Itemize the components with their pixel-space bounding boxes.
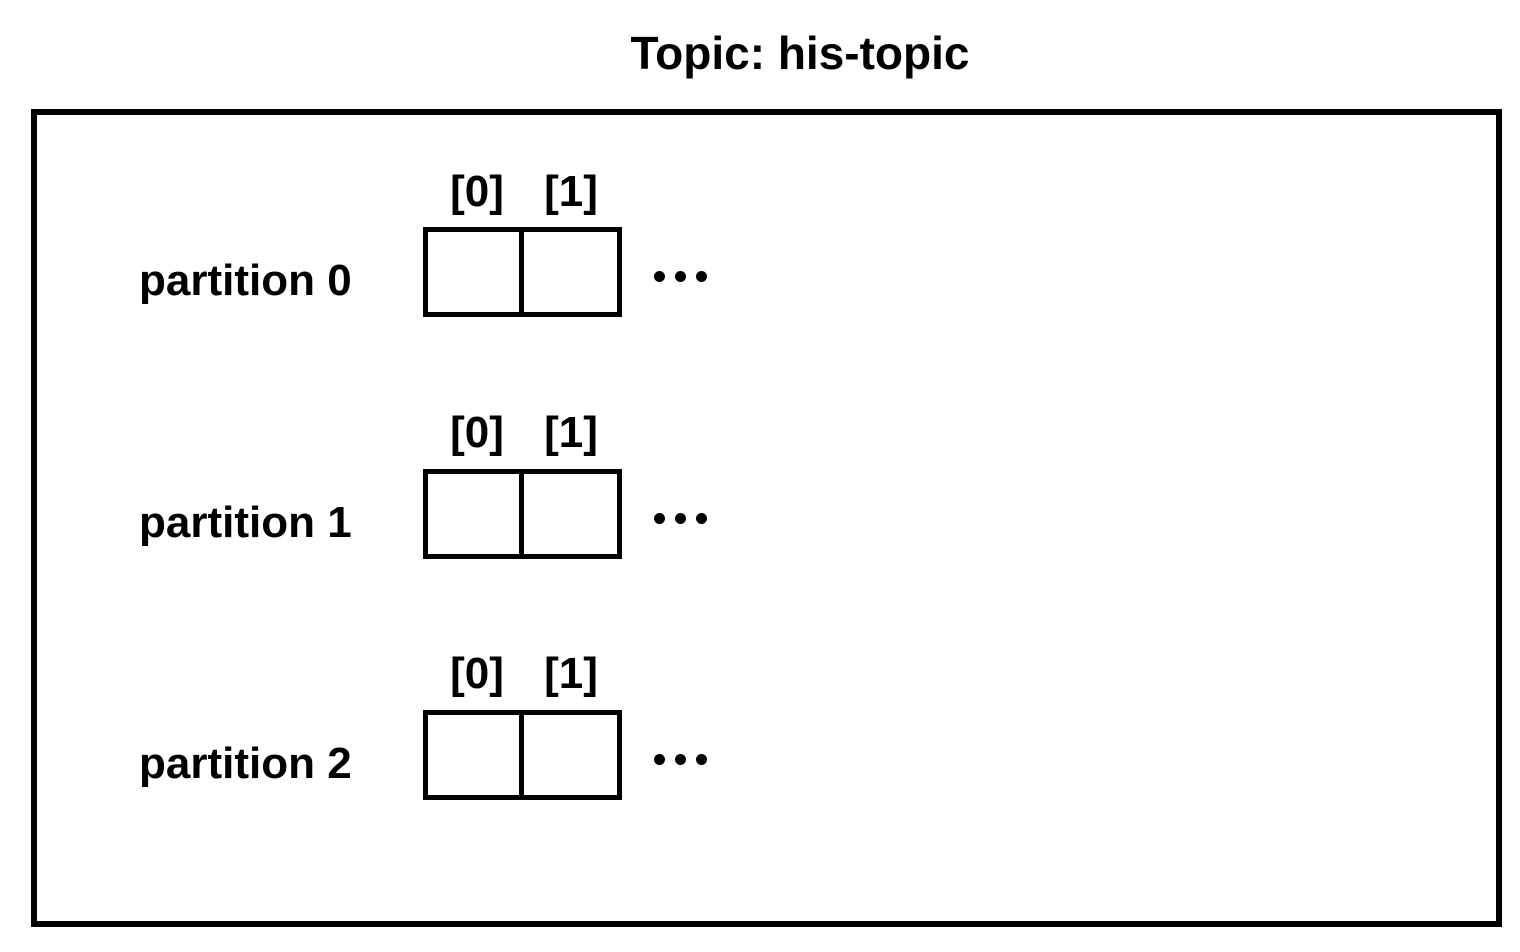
offset-label-0: [0] — [450, 167, 504, 216]
offset-label-1: [1] — [544, 408, 598, 457]
offset-label-0: [0] — [450, 649, 504, 698]
more-messages-icon — [654, 513, 707, 524]
message-cell-0 — [423, 710, 524, 800]
message-cell-0 — [423, 227, 524, 317]
partition-row-1: [0] [1] partition 1 — [37, 405, 1496, 605]
partition-label: partition 2 — [139, 739, 352, 788]
more-messages-icon — [654, 754, 707, 765]
topic-box: [0] [1] partition 0 [0] [1] partition 1 … — [31, 109, 1502, 927]
message-cell-0 — [423, 469, 524, 559]
message-cell-1 — [519, 469, 622, 559]
partition-row-0: [0] [1] partition 0 — [37, 164, 1496, 364]
offset-label-1: [1] — [544, 649, 598, 698]
more-messages-icon — [654, 271, 707, 282]
partition-label: partition 0 — [139, 256, 352, 305]
message-cell-1 — [519, 227, 622, 317]
partition-row-2: [0] [1] partition 2 — [37, 646, 1496, 846]
topic-title: Topic: his-topic — [630, 27, 970, 79]
message-cell-1 — [519, 710, 622, 800]
partition-label: partition 1 — [139, 498, 352, 547]
offset-label-0: [0] — [450, 408, 504, 457]
offset-label-1: [1] — [544, 167, 598, 216]
